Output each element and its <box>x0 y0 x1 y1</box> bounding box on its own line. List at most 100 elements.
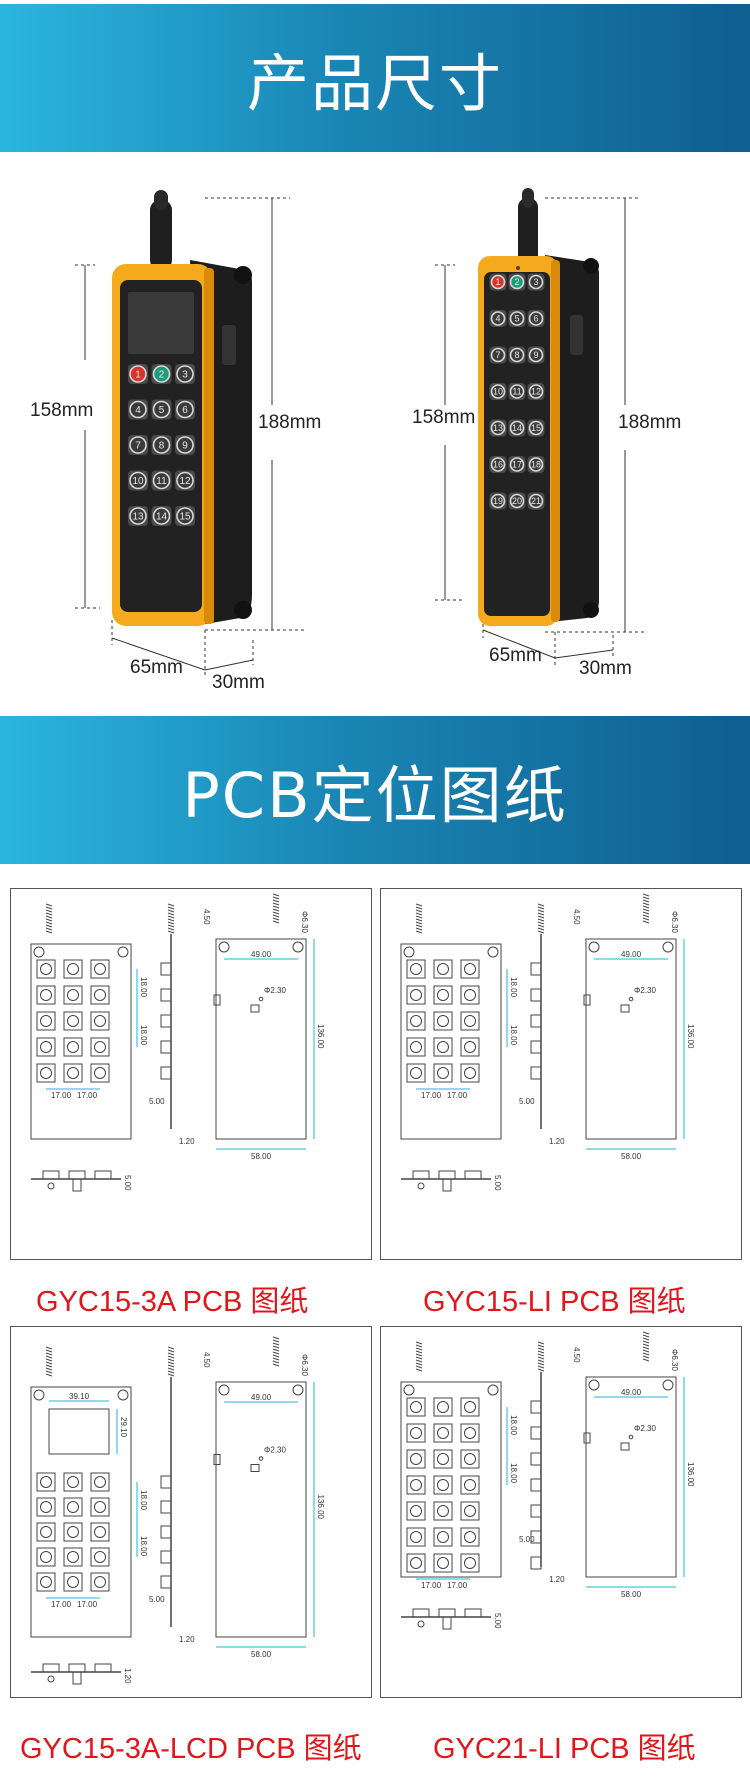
key-pad-contact <box>67 1015 79 1027</box>
dim-body-height: 158mm <box>412 407 476 428</box>
key-pad-footprint <box>90 1547 110 1567</box>
key-pad-footprint <box>433 1527 453 1547</box>
key-pad-footprint <box>433 1011 453 1031</box>
dim-depth: 30mm <box>579 658 632 679</box>
antenna-spring <box>272 1354 280 1358</box>
dimension-label: 58.00 <box>251 1152 272 1161</box>
dimension-label: 1.20 <box>549 1575 565 1584</box>
key-pad-footprint <box>90 1063 110 1083</box>
keypad-button-face <box>509 493 525 509</box>
key-pad-footprint <box>36 1063 56 1083</box>
key-pad-footprint <box>63 959 83 979</box>
keypad-button-face <box>509 384 525 399</box>
dimension-label: 18.00 <box>139 977 148 998</box>
key-pad-contact <box>94 1501 106 1513</box>
antenna-spring <box>415 918 423 922</box>
key-pad-footprint <box>63 985 83 1005</box>
dimension-label: 29.10 <box>119 1417 128 1438</box>
antenna-spring <box>272 893 280 897</box>
keypad-button-label: 14 <box>512 423 522 433</box>
key-pad-contact <box>94 963 106 975</box>
antenna-spring <box>642 1358 650 1362</box>
keypad-button-face <box>490 384 506 399</box>
keypad-button-face <box>509 347 525 363</box>
keypad-button-face <box>129 400 147 419</box>
key-pad-footprint <box>433 1423 453 1443</box>
key-pad-contact <box>410 1401 422 1413</box>
key-switch-profile <box>160 1066 172 1080</box>
connector-footprint <box>583 994 591 1006</box>
antenna-spring <box>415 1350 423 1354</box>
key-pad-footprint <box>406 1037 426 1057</box>
key-pad-contact <box>410 1557 422 1569</box>
connector-footprint <box>213 1454 221 1465</box>
key-pad-footprint <box>63 1497 83 1517</box>
key-pad-footprint <box>406 1423 426 1443</box>
key-pad-contact <box>67 1501 79 1513</box>
keypad-button-face <box>129 471 147 490</box>
antenna-spring <box>272 899 280 903</box>
key-pad-contact <box>410 1067 422 1079</box>
key-pad-footprint <box>433 959 453 979</box>
keypad-button-label: 5 <box>159 405 165 416</box>
dimension-label: 1.20 <box>123 1668 132 1684</box>
antenna-spring <box>642 920 650 924</box>
antenna-spring <box>167 1370 175 1374</box>
keypad-button-face <box>490 420 506 436</box>
antenna-spring <box>537 930 545 934</box>
key-pad-contact <box>464 1557 476 1569</box>
mounting-hole <box>117 946 129 958</box>
dimension-label: 17.00 <box>447 1091 468 1100</box>
key-pad-footprint <box>460 1037 480 1057</box>
key-pad-footprint <box>63 1547 83 1567</box>
keypad-button-face <box>129 436 147 454</box>
keypad-button-face <box>152 507 171 525</box>
antenna-spring <box>167 1352 175 1356</box>
dimension-label: 18.00 <box>139 1025 148 1046</box>
keypad-button-face <box>176 400 194 419</box>
dimension-label: 5.00 <box>493 1175 502 1191</box>
small-hole <box>258 996 264 1002</box>
antenna-spring <box>642 1352 650 1356</box>
keypad-button-label: 13 <box>132 512 144 523</box>
section-title: 产品尺寸 <box>246 47 503 120</box>
antenna-spring <box>167 924 175 928</box>
keypad-button-label: 12 <box>531 387 541 397</box>
dimension-label: 17.00 <box>447 1581 468 1590</box>
dimension-label: Φ2.30 <box>264 1446 287 1455</box>
key-pad-footprint <box>460 1475 480 1495</box>
keypad-button-label: 11 <box>512 387 521 397</box>
dimension-label: 4.50 <box>202 909 211 925</box>
key-pad-contact <box>437 1015 449 1027</box>
screw-profile <box>47 1675 55 1683</box>
antenna-spring <box>537 903 545 907</box>
key-pad-footprint <box>460 1011 480 1031</box>
antenna-spring <box>537 1365 545 1369</box>
key-pad-footprint <box>90 1572 110 1592</box>
key-pad-footprint <box>460 1553 480 1573</box>
dim-body-height: 158mm <box>30 400 94 421</box>
antenna-spring <box>45 1367 53 1371</box>
key-pad-contact <box>40 989 52 1001</box>
keypad-button-label: 6 <box>533 314 538 324</box>
dimension-label: 5.00 <box>519 1097 535 1106</box>
key-pad-footprint <box>63 1472 83 1492</box>
antenna-spring <box>415 1365 423 1369</box>
keypad-button-label: 20 <box>512 496 522 506</box>
pcb-board-back <box>585 938 677 1140</box>
key-switch-profile <box>464 1170 482 1180</box>
mounting-hole <box>588 1379 600 1391</box>
antenna-spring <box>537 1353 545 1357</box>
key-switch-profile <box>160 1550 172 1564</box>
dimension-label: 17.00 <box>51 1600 72 1609</box>
key-pad-contact <box>410 1505 422 1517</box>
key-switch-profile <box>160 962 172 976</box>
key-pad-footprint <box>90 985 110 1005</box>
key-pad-footprint <box>433 1037 453 1057</box>
antenna-spring <box>45 1370 53 1374</box>
